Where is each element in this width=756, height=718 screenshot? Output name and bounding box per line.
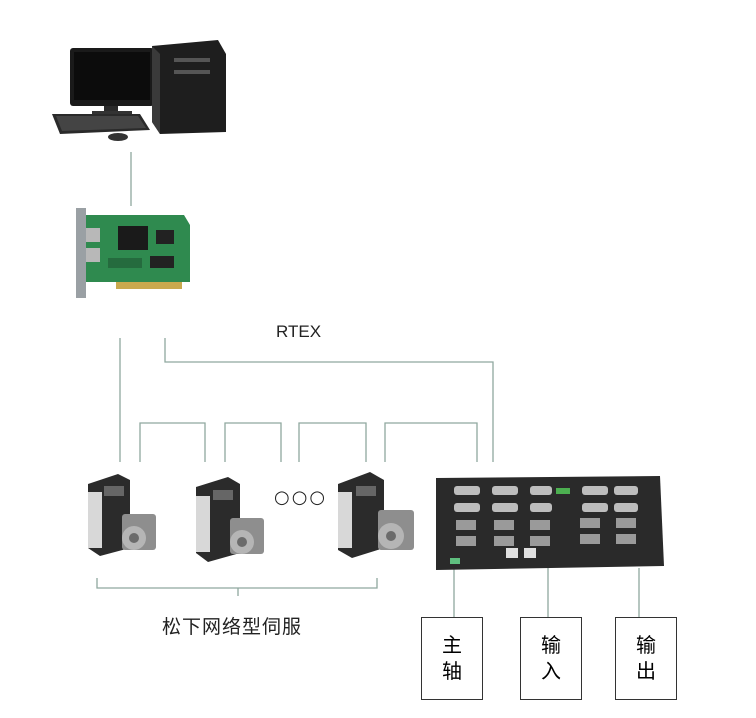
more-servos-ellipsis: ○○○ (274, 487, 328, 508)
output-label-char-1: 输 (636, 633, 656, 657)
output-label-char-2: 出 (636, 659, 656, 683)
rtex-bus-wiring (96, 338, 640, 617)
io-panel-icon (436, 476, 664, 570)
input-box-label: 输 入 (521, 632, 581, 684)
spindle-label-char-2: 轴 (442, 659, 462, 683)
input-label-char-1: 输 (541, 633, 561, 657)
input-box: 输 入 (520, 617, 582, 700)
servo-motor-icon (122, 514, 156, 550)
servo-drive-icon (338, 472, 384, 558)
servo-drive-icon (196, 477, 240, 562)
output-box-label: 输 出 (616, 632, 676, 684)
spindle-label-char-1: 主 (442, 633, 462, 657)
servo-group-label: 松下网络型伺服 (162, 616, 303, 638)
spindle-box: 主 轴 (421, 617, 483, 700)
rtex-bus-label: RTEX (276, 322, 322, 341)
output-box: 输 出 (615, 617, 677, 700)
input-label-char-2: 入 (541, 659, 561, 683)
servo-drive-icon (88, 474, 130, 556)
computer-icon (52, 40, 226, 141)
spindle-box-label: 主 轴 (422, 632, 482, 684)
servo-motor-icon (378, 510, 414, 550)
motion-control-card-icon (76, 208, 190, 298)
servo-motor-icon (230, 518, 264, 554)
